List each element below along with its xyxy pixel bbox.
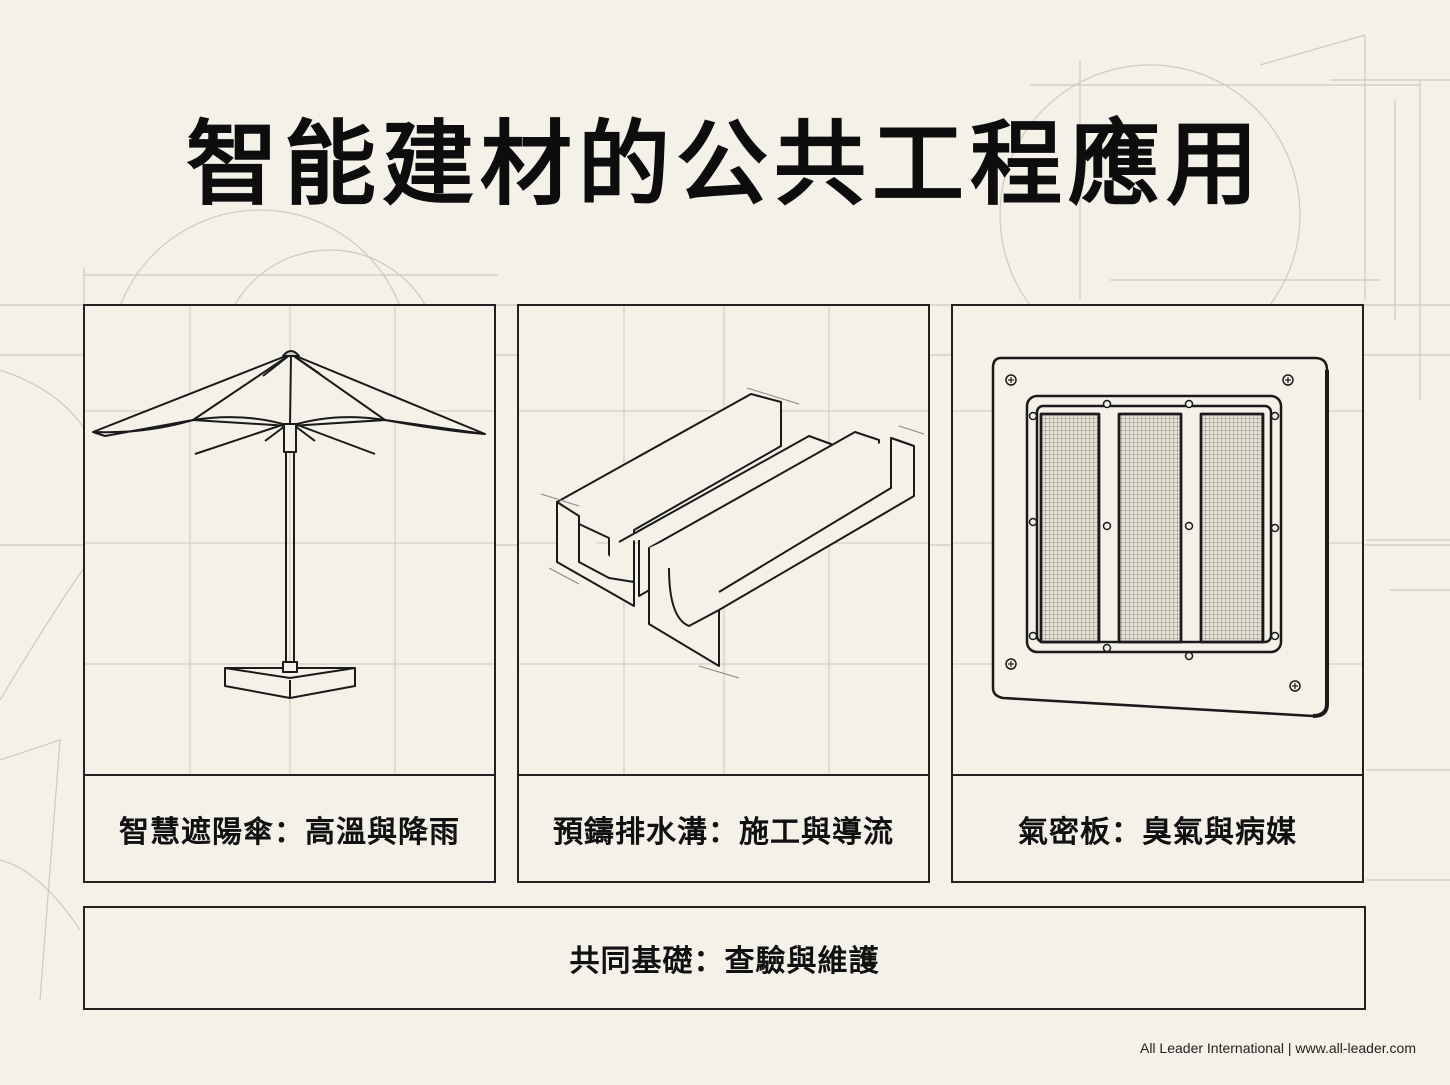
card-caption: 氣密板：臭氣與病媒 xyxy=(953,774,1362,881)
common-foundation-box: 共同基礎：查驗與維護 xyxy=(83,906,1366,1010)
card-airtight-panel: 氣密板：臭氣與病媒 xyxy=(951,304,1364,883)
card-precast-drainage: 預鑄排水溝：施工與導流 xyxy=(517,304,930,883)
card-smart-umbrella: 智慧遮陽傘：高溫與降雨 xyxy=(83,304,496,883)
umbrella-icon xyxy=(92,350,486,699)
card-caption: 智慧遮陽傘：高溫與降雨 xyxy=(85,774,494,881)
airtight-panel-icon xyxy=(991,356,1329,718)
page-title: 智能建材的公共工程應用 xyxy=(185,111,1264,218)
card-caption: 預鑄排水溝：施工與導流 xyxy=(519,774,928,881)
card-grid xyxy=(85,306,494,774)
credit-line: All Leader International | www.all-leade… xyxy=(1139,1040,1416,1056)
drainage-channel-icon xyxy=(540,387,925,679)
